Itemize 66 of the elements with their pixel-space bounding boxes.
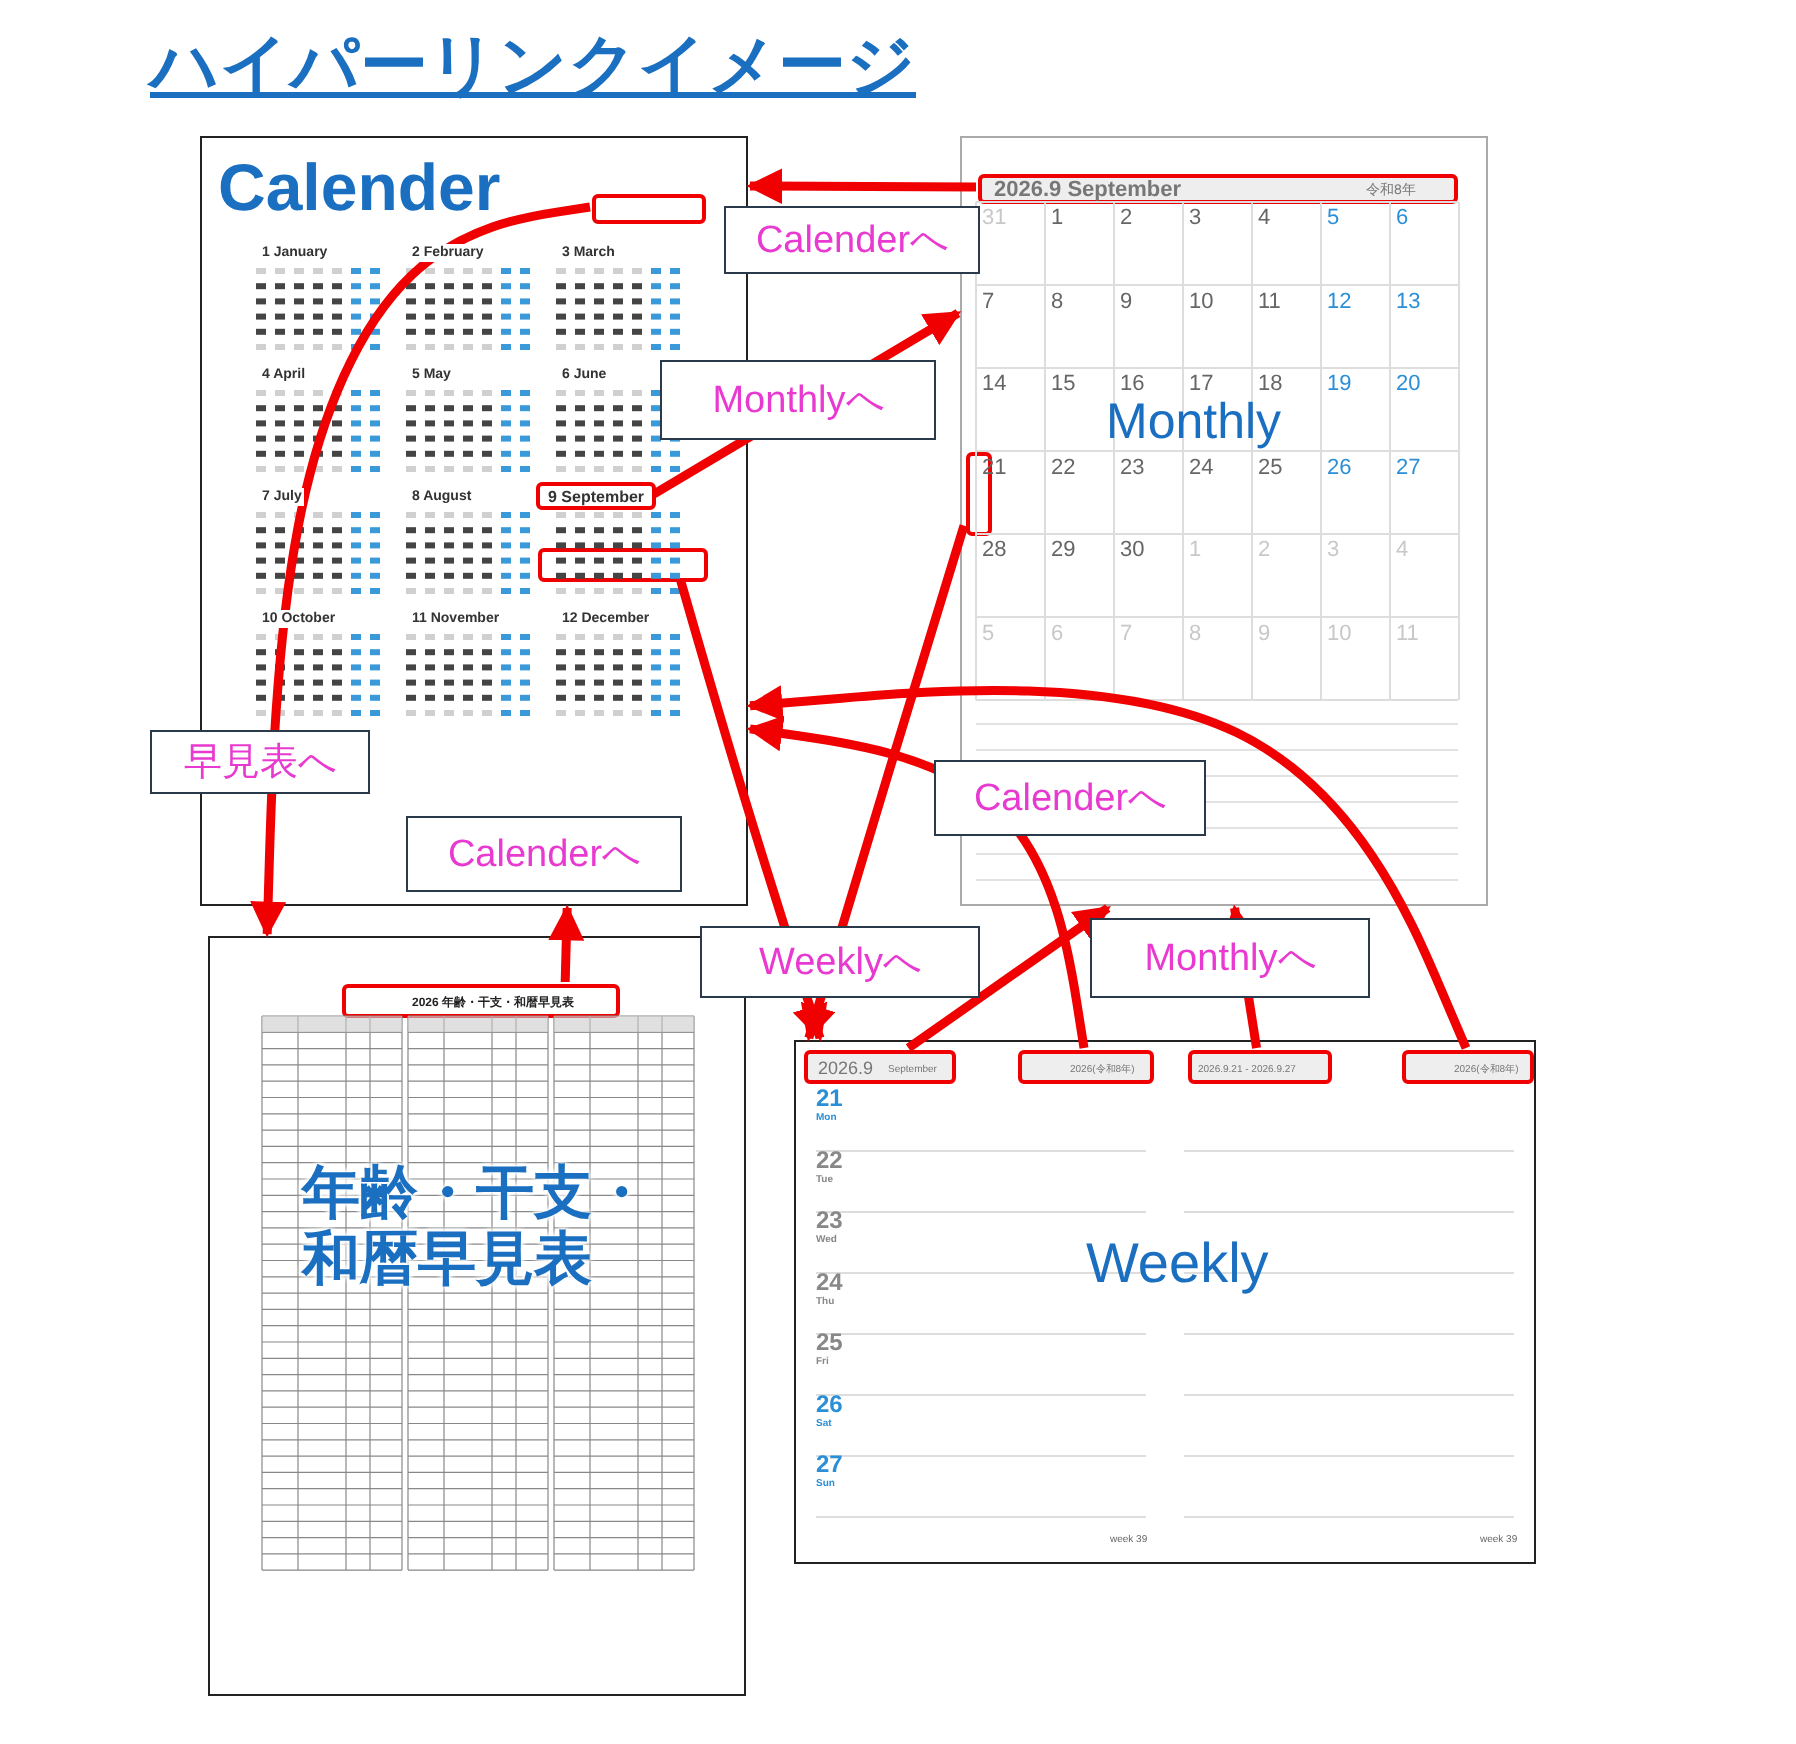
edge-label: Calenderへ [724,206,980,274]
link-hotspot [804,1050,956,1084]
arrow [746,168,976,205]
month-heading: 2026.9 [818,1060,874,1078]
day-number: 24 [1189,457,1214,479]
edge-label: Calenderへ [934,760,1206,836]
day-number: 21 [816,1086,843,1110]
age-table-page [208,936,746,1696]
day-number: 17 [1189,374,1214,396]
weekly-page [794,1040,1536,1564]
day-number: 25 [816,1330,843,1354]
day-number: 22 [1051,457,1076,479]
page-heading: Monthly [1106,398,1282,448]
page-title: ハイパーリンクイメージ [150,26,916,108]
edge-label: 早見表へ [150,730,370,794]
arrow [548,904,585,983]
page-heading: 年齢・干支・和暦早見表 [302,1162,652,1296]
link-hotspot [978,174,1458,204]
day-number: 11 [1258,291,1281,313]
edge-label: Weeklyへ [700,926,980,998]
edge-label: Calenderへ [406,816,682,892]
day-number: 12 [1327,291,1352,313]
page-heading: Weekly [1086,1236,1269,1292]
day-number: 4 [1258,208,1271,230]
day-number: 25 [1258,457,1283,479]
day-number: 30 [1120,540,1145,562]
day-number: 27 [1396,457,1421,479]
day-number: 6 [1396,208,1409,230]
edge-label: Monthlyへ [660,360,936,440]
day-number: 27 [816,1452,843,1476]
link-hotspot [536,482,656,510]
arrow [746,685,1471,1050]
day-number: 19 [1327,374,1352,396]
month-heading: 2026.9 September [994,180,1182,202]
day-number: 24 [816,1269,843,1293]
day-number: 29 [1051,540,1076,562]
page-heading: Calender [218,154,501,220]
link-hotspot [1018,1050,1154,1084]
arrow [250,202,591,938]
day-number: 7 [982,291,995,313]
day-number: 20 [1396,374,1421,396]
day-number: 10 [1189,291,1214,313]
day-number: 13 [1396,291,1421,313]
day-number: 5 [1327,208,1340,230]
day-number: 23 [1120,457,1145,479]
day-number: 26 [816,1391,843,1415]
day-number: 9 [1120,291,1133,313]
arrow [905,904,1111,1052]
day-number: 22 [816,1147,843,1171]
month-heading: 9 September [548,490,645,506]
day-number: 15 [1051,374,1076,396]
day-number: 26 [1327,457,1352,479]
link-hotspot [592,194,706,224]
link-hotspot [342,984,620,1018]
day-number: 2 [1120,208,1133,230]
link-hotspot [1188,1050,1332,1084]
day-number: 8 [1051,291,1064,313]
day-number: 14 [982,374,1007,396]
edge-label: Monthlyへ [1090,918,1370,998]
link-hotspot [1402,1050,1534,1084]
day-number: 23 [816,1208,843,1232]
day-number: 18 [1258,374,1283,396]
day-number: 28 [982,540,1007,562]
day-number: 16 [1120,374,1145,396]
day-number: 3 [1189,208,1202,230]
day-number: 1 [1051,208,1064,230]
